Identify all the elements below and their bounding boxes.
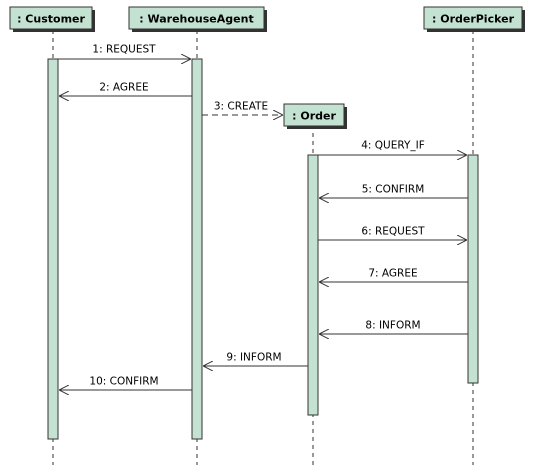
message-label: 5: CONFIRM xyxy=(362,184,425,196)
message-label: 4: QUERY_IF xyxy=(361,140,425,152)
participant-picker: : OrderPicker xyxy=(423,6,525,32)
message-label: 1: REQUEST xyxy=(92,44,156,56)
activation-picker xyxy=(467,154,479,384)
participant-order: : Order xyxy=(283,103,347,129)
message-4: 4: QUERY_IF xyxy=(318,140,467,156)
message-label: 9: INFORM xyxy=(226,352,281,364)
participant-customer: : Customer xyxy=(9,6,95,32)
message-6: 6: REQUEST xyxy=(318,226,467,241)
message-label: 8: INFORM xyxy=(365,320,420,332)
participant-warehouse: : WarehouseAgent xyxy=(128,6,267,32)
message-9: 9: INFORM xyxy=(203,352,308,367)
message-7: 7: AGREE xyxy=(319,268,468,283)
message-label: 2: AGREE xyxy=(99,82,148,94)
activation-customer xyxy=(47,58,59,440)
lifelines xyxy=(52,30,474,465)
message-label: 3: CREATE xyxy=(214,101,268,113)
participant-label: : Customer xyxy=(17,13,85,26)
participant-label: : WarehouseAgent xyxy=(139,13,253,26)
messages: 1: REQUEST 2: AGREE 3: CREATE 4: QUERY_I… xyxy=(58,44,468,391)
message-label: 10: CONFIRM xyxy=(89,376,158,388)
activation-warehouse xyxy=(191,58,203,440)
message-label: 6: REQUEST xyxy=(361,226,425,238)
message-8: 8: INFORM xyxy=(319,320,468,335)
participant-label: : Order xyxy=(292,110,336,123)
message-3: 3: CREATE xyxy=(202,101,283,116)
message-1: 1: REQUEST xyxy=(58,44,191,60)
participant-label: : OrderPicker xyxy=(432,13,515,26)
activation-bars xyxy=(47,58,479,440)
message-5: 5: CONFIRM xyxy=(319,184,468,199)
message-label: 7: AGREE xyxy=(368,268,417,280)
message-10: 10: CONFIRM xyxy=(59,376,192,391)
activation-order xyxy=(307,154,319,416)
message-2: 2: AGREE xyxy=(59,82,192,97)
